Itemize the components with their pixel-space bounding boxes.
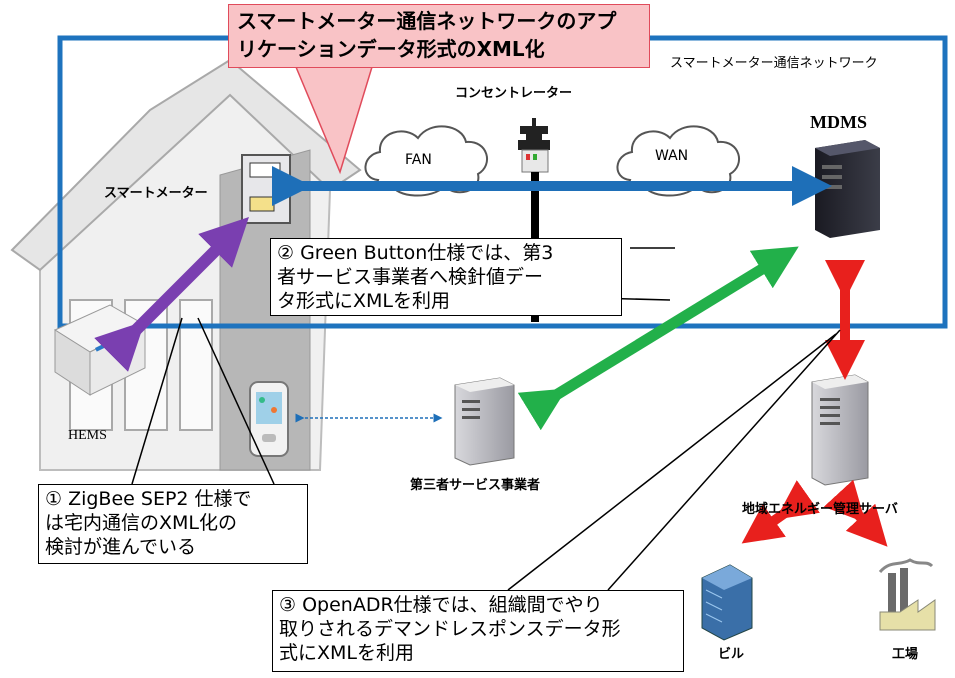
openadr-pointer [607, 329, 841, 591]
callout-line: 者サービス事業者へ検針値デー [277, 266, 544, 288]
callout-line: ③ OpenADR仕様では、組織間でやり [279, 594, 603, 616]
red-arrow-server-building [741, 480, 820, 544]
building-icon [701, 564, 753, 641]
third-party-server-icon [454, 377, 515, 466]
title-callout: スマートメーター通信ネットワークのアプ リケーションデータ形式のXML化 [228, 4, 650, 68]
wan-label: WAN [655, 148, 689, 164]
regional-server-label: 地域エネルギー管理サーバ [742, 502, 898, 517]
green-button-callout: ② Green Button仕様では、第3 者サービス事業者へ検針値デー タ形式… [270, 238, 622, 316]
zigbee-pointer [131, 317, 183, 485]
network-label: スマートメーター通信ネットワーク [670, 56, 878, 71]
smart-meter-label: スマートメーター [104, 186, 208, 201]
zigbee-callout: ① ZigBee SEP2 仕様で は宅内通信のXML化の 検討が進んでいる [38, 484, 308, 564]
third-party-label: 第三者サービス事業者 [410, 478, 541, 493]
callout-line: 式にXMLを利用 [279, 642, 414, 664]
callout-line: タ形式にXMLを利用 [277, 290, 450, 312]
mdms-label: MDMS [810, 112, 867, 132]
smartphone-icon [249, 381, 289, 457]
fan-label: FAN [405, 152, 432, 168]
regional-server-icon [811, 374, 869, 486]
title-line-2: リケーションデータ形式のXML化 [237, 37, 545, 61]
factory-label: 工場 [892, 647, 919, 662]
factory-icon [878, 558, 936, 631]
callout-line: 取りされるデマンドレスポンスデータ形 [279, 618, 621, 640]
callout-line: ② Green Button仕様では、第3 [277, 242, 554, 264]
openadr-pointer [507, 333, 837, 591]
callout-line: ① ZigBee SEP2 仕様で [45, 488, 252, 510]
callout-line: は宅内通信のXML化の [45, 512, 237, 534]
zigbee-pointer [197, 317, 275, 485]
red-arrow-server-factory [823, 479, 888, 547]
purple-arrow-hems-meter [94, 217, 249, 372]
concentrator-label: コンセントレーター [455, 86, 573, 101]
mdms-server-icon [815, 140, 880, 238]
callout-line: 検討が進んでいる [45, 536, 197, 558]
building-label: ビル [718, 647, 745, 662]
openadr-callout: ③ OpenADR仕様では、組織間でやり 取りされるデマンドレスポンスデータ形 … [272, 590, 684, 672]
hems-label: HEMS [68, 428, 107, 443]
smart-meter-icon [241, 154, 291, 224]
green-arrow-thirdparty-mdms [517, 246, 799, 431]
title-line-1: スマートメーター通信ネットワークのアプ [237, 9, 617, 33]
